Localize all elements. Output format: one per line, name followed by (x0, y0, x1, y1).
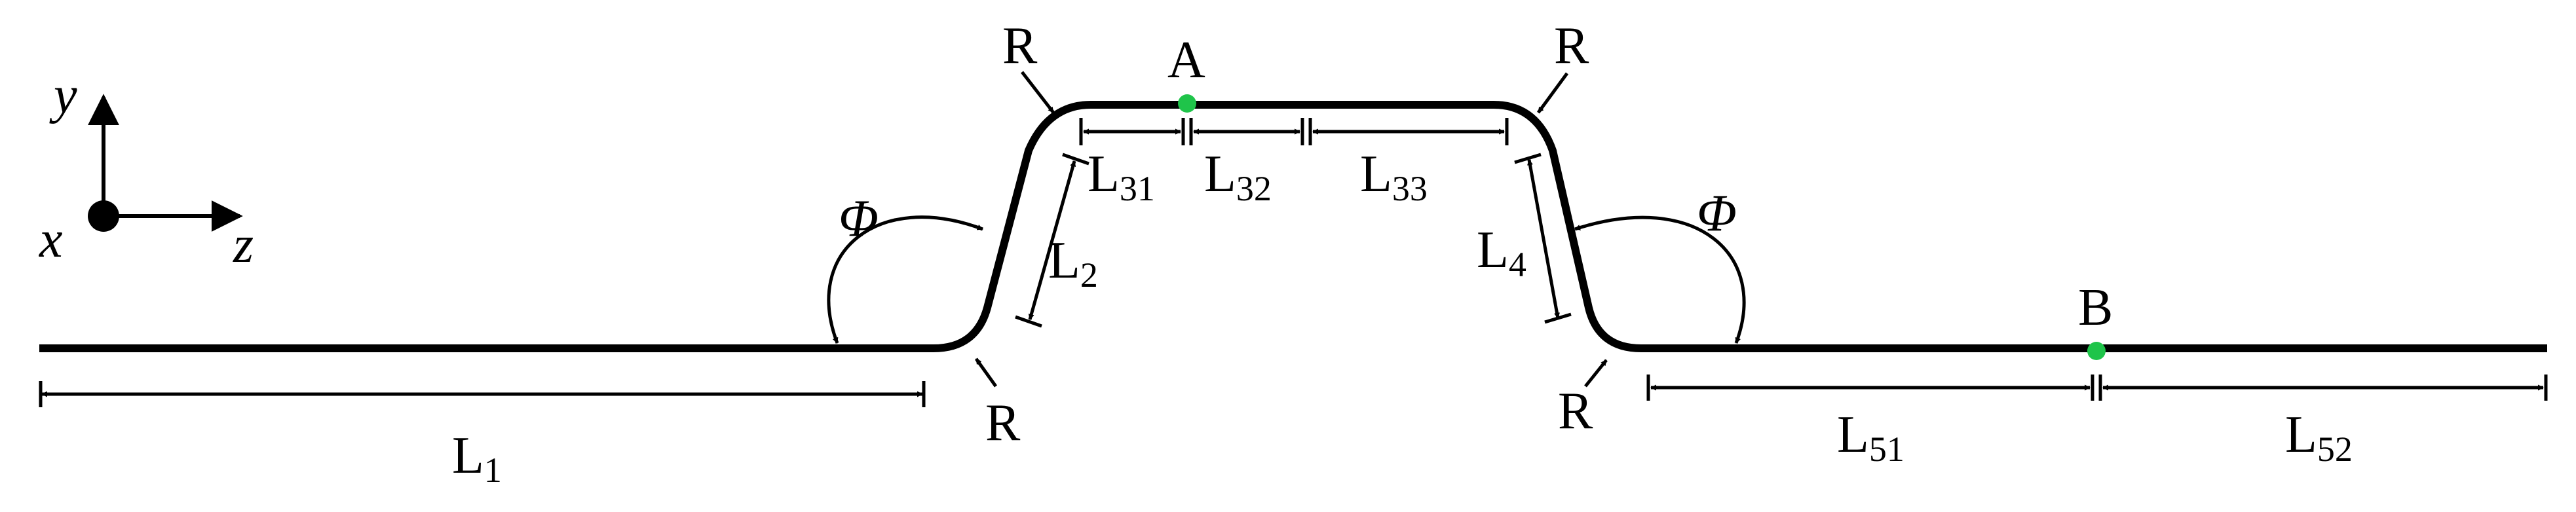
point-b-label: B (2078, 279, 2113, 337)
radius-arrow-top-left (1021, 71, 1055, 114)
z-axis-label: z (233, 216, 254, 274)
radius-arrow-bottom-right (1584, 359, 1608, 388)
dimension-l2-tick-top (1062, 153, 1089, 166)
label-l4: L4 (1477, 221, 1526, 284)
dimension-labels: L1 L2 L31 L32 L33 L4 L51 L52 (452, 145, 2353, 490)
coordinate-axes: y x z (39, 67, 254, 274)
radius-label-top-left: R (1002, 17, 1038, 75)
radius-arrow-top-right (1536, 72, 1569, 114)
label-l32: L32 (1204, 145, 1272, 208)
angle-markers: Φ Φ (827, 185, 1746, 344)
point-a-marker (1178, 94, 1196, 113)
dimension-l4-tick-top (1514, 153, 1542, 164)
angle-arc-left (827, 215, 983, 344)
dimension-l2-line (1028, 160, 1076, 320)
dimension-lines (39, 118, 2548, 407)
angle-arc-right (1574, 215, 1746, 344)
label-l33: L33 (1360, 145, 1428, 208)
dimension-l4-line (1527, 159, 1560, 319)
label-l31: L31 (1088, 145, 1155, 208)
label-l51: L51 (1837, 406, 1904, 469)
dimension-l2-tick-bottom (1015, 315, 1042, 328)
radius-label-top-right: R (1554, 17, 1589, 75)
radius-label-bottom-right: R (1558, 382, 1593, 440)
angle-label-right: Φ (1697, 185, 1737, 242)
angle-label-left: Φ (839, 190, 879, 247)
x-axis-dot (88, 200, 119, 232)
radius-arrow-bottom-left (974, 357, 998, 388)
x-axis-label: x (39, 211, 63, 268)
label-l2: L2 (1048, 232, 1098, 295)
point-b-marker (2087, 342, 2106, 360)
label-l52: L52 (2285, 406, 2353, 469)
label-l1: L1 (452, 427, 502, 490)
y-axis-label: y (49, 67, 77, 124)
radius-labels: R R R R (974, 17, 1608, 452)
point-a-label: A (1167, 31, 1205, 89)
radius-label-bottom-left: R (985, 394, 1021, 452)
pipe-path (39, 101, 2547, 352)
